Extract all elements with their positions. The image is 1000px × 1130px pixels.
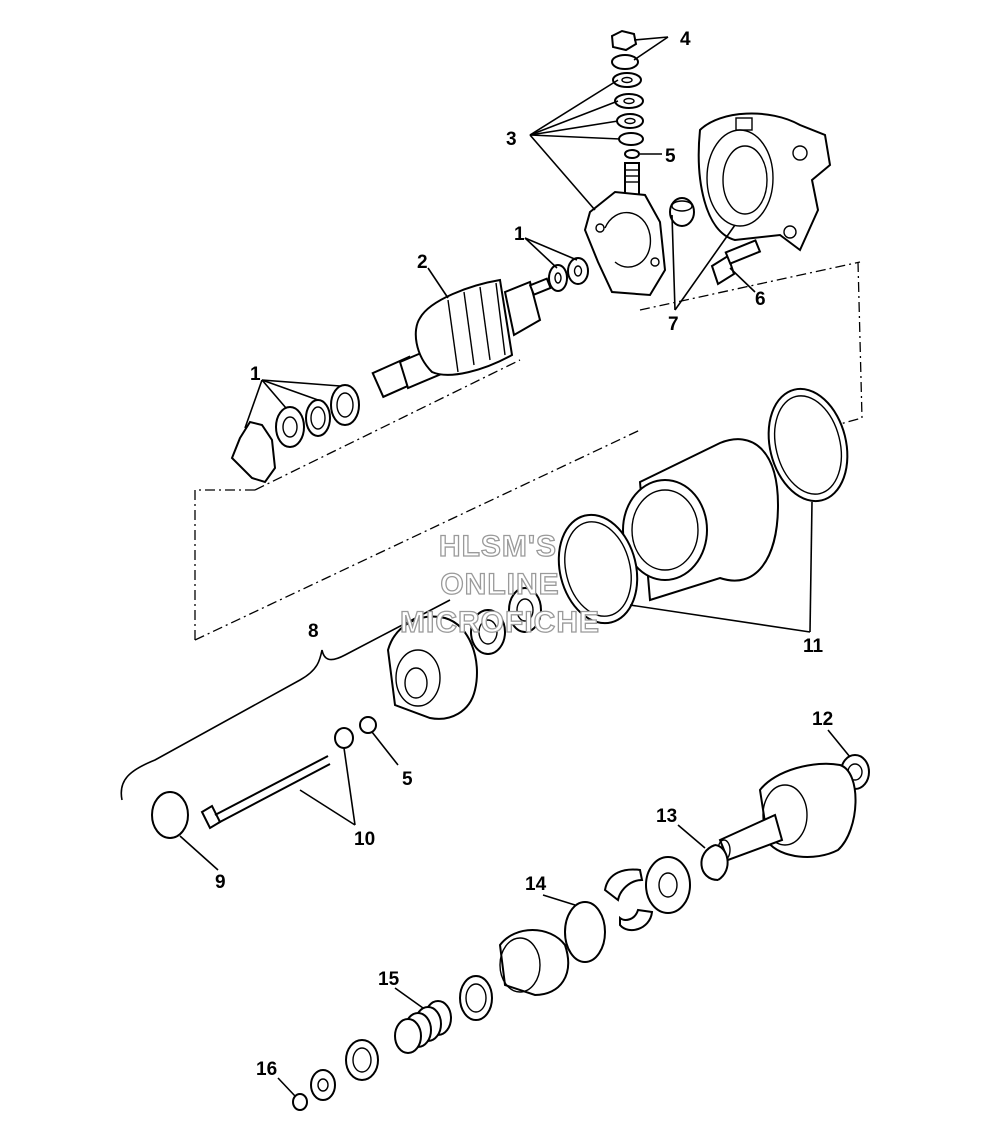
callout-10: 10 [354,829,375,850]
watermark-line-3: MICROFICHE [400,606,600,639]
callout-4: 4 [680,29,691,50]
callout-13: 13 [656,806,677,827]
ring-14 [564,901,606,963]
bushing [669,197,695,227]
through-bolt [200,727,354,830]
assembly-phantom-lines [194,261,863,641]
callout-5-upper: 5 [665,146,676,167]
o-ring-11-lower [557,513,639,625]
watermark-line-2: ONLINE [440,568,559,601]
callout-2: 2 [417,252,428,273]
callout-5-lower: 5 [402,769,413,790]
brush-plate [583,190,667,297]
clip-16 [292,1093,308,1111]
callout-14: 14 [525,874,547,895]
drive-gear-shaft [717,762,857,862]
o-ring-9 [151,791,189,839]
collar [459,975,493,1021]
callout-1-lower: 1 [250,364,261,385]
leader-lines [179,36,851,1097]
bearings [470,587,542,655]
watermark: HLSM'S ONLINE MICROFICHE [399,529,600,639]
washers-lower [230,384,360,484]
yoke-housing [622,438,780,602]
front-cover [386,615,478,720]
armature [371,277,552,399]
callout-12: 12 [812,709,833,730]
callout-16: 16 [256,1059,277,1080]
washer-16a [310,1069,336,1101]
spring-15 [394,1000,452,1054]
callout-7: 7 [668,314,679,335]
washers-upper [548,257,589,292]
callout-1-upper: 1 [514,224,525,245]
o-ring-11-upper [767,387,849,503]
callout-9: 9 [215,872,226,893]
callout-8: 8 [308,621,319,642]
terminal-nut-stack [610,29,644,196]
callout-labels: 4 3 5 1 2 7 6 1 8 11 5 10 9 12 13 14 15 … [215,29,833,1080]
snap-ring-13 [700,844,729,881]
bolt-6 [710,239,762,286]
callout-6: 6 [755,289,766,310]
callout-3: 3 [506,129,517,150]
end-housing [697,112,832,252]
callout-15: 15 [378,969,400,990]
callout-11: 11 [803,636,824,657]
watermark-line-1: HLSM'S [439,530,557,563]
sleeve [345,1039,379,1081]
pinion-gear [498,929,570,997]
brace-8 [120,599,451,801]
stopper-halves [603,856,691,932]
o-ring-5-lower [359,716,377,734]
